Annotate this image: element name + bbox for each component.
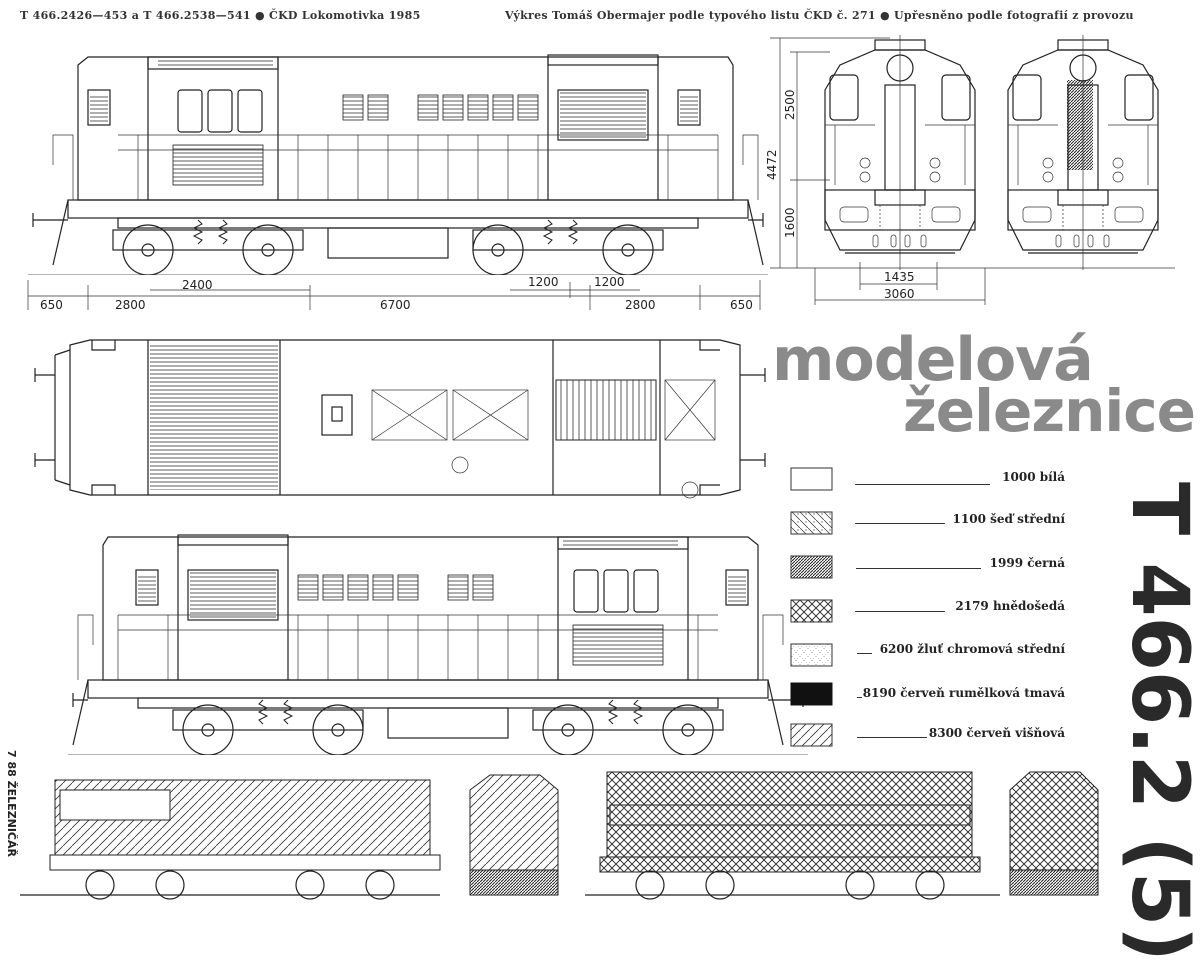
legend-leader [857, 653, 872, 654]
livery-end-view-b [1009, 771, 1099, 896]
legend-label: 1100 šeď střední [952, 512, 1065, 526]
rear-radiator-grille [1067, 80, 1093, 170]
front-end-view [825, 35, 975, 270]
swatch-white [790, 467, 833, 491]
dim-lower-height: 1600 [783, 207, 797, 238]
legend-leader [856, 568, 981, 569]
dim-bogie-centres: 6700 [380, 298, 411, 312]
dim-bogie-right: 2800 [625, 298, 656, 312]
side-dimensions: 650 2800 6700 2800 650 2400 1200 1200 [27, 275, 761, 312]
magazine-title-line1: modelová [772, 325, 1094, 395]
swatch-brown-grey [790, 599, 833, 623]
side-view-upper [28, 55, 768, 275]
legend-label: 1999 černá [989, 556, 1065, 570]
magazine-title-line2: železnice [903, 377, 1196, 445]
swatch-grey [790, 511, 833, 535]
dim-width: 3060 [884, 287, 915, 301]
legend-label: 8300 červeň višňová [928, 726, 1065, 740]
livery-side-view-b [585, 771, 1000, 900]
locomotive-drawing: 650 2800 6700 2800 650 2400 1200 1200 25… [20, 0, 1175, 900]
legend-leader [855, 523, 945, 524]
legend-leader [855, 484, 990, 485]
legend-label: 2179 hnědošedá [955, 599, 1065, 613]
dim-gauge: 1435 [884, 270, 915, 284]
swatch-vermilion [790, 682, 833, 706]
legend-label: 1000 bílá [1002, 470, 1065, 484]
dim-bogie-wheelbase: 2400 [182, 278, 213, 292]
swatch-black [790, 555, 833, 579]
livery-side-view-a [20, 779, 441, 900]
legend-leader [857, 697, 862, 698]
swatch-yellow [790, 643, 833, 667]
header-right-caption: Výkres Tomáš Obermajer podle typového li… [505, 9, 1134, 22]
dim-overhang-right: 650 [730, 298, 753, 312]
legend-leader [857, 737, 927, 738]
dim-overhang-left: 650 [40, 298, 63, 312]
swatch-cherry [790, 723, 833, 747]
dim-axle-a: 1200 [528, 275, 559, 289]
magazine-side-note: 7 88 ŽELEZNIČÁŘ [5, 750, 18, 857]
dim-total-height: 4472 [765, 149, 779, 180]
dim-upper-height: 2500 [783, 89, 797, 120]
model-title-vertical: T 466.2 (5) [1114, 482, 1200, 962]
top-view [34, 339, 766, 499]
livery-end-view-a [469, 774, 559, 896]
legend-swatches [790, 467, 833, 747]
legend-leader [855, 611, 945, 612]
end-dimensions: 2500 4472 1600 1435 3060 [765, 37, 1175, 305]
side-view-lower [68, 535, 808, 755]
dim-bogie-left: 2800 [115, 298, 146, 312]
dim-axle-b: 1200 [594, 275, 625, 289]
legend-label: 8190 červeň rumělková tmavá [862, 686, 1065, 700]
legend-label: 6200 žluť chromová střední [879, 642, 1065, 656]
header-left-caption: T 466.2426—453 a T 466.2538—541 ● ČKD Lo… [20, 9, 421, 22]
